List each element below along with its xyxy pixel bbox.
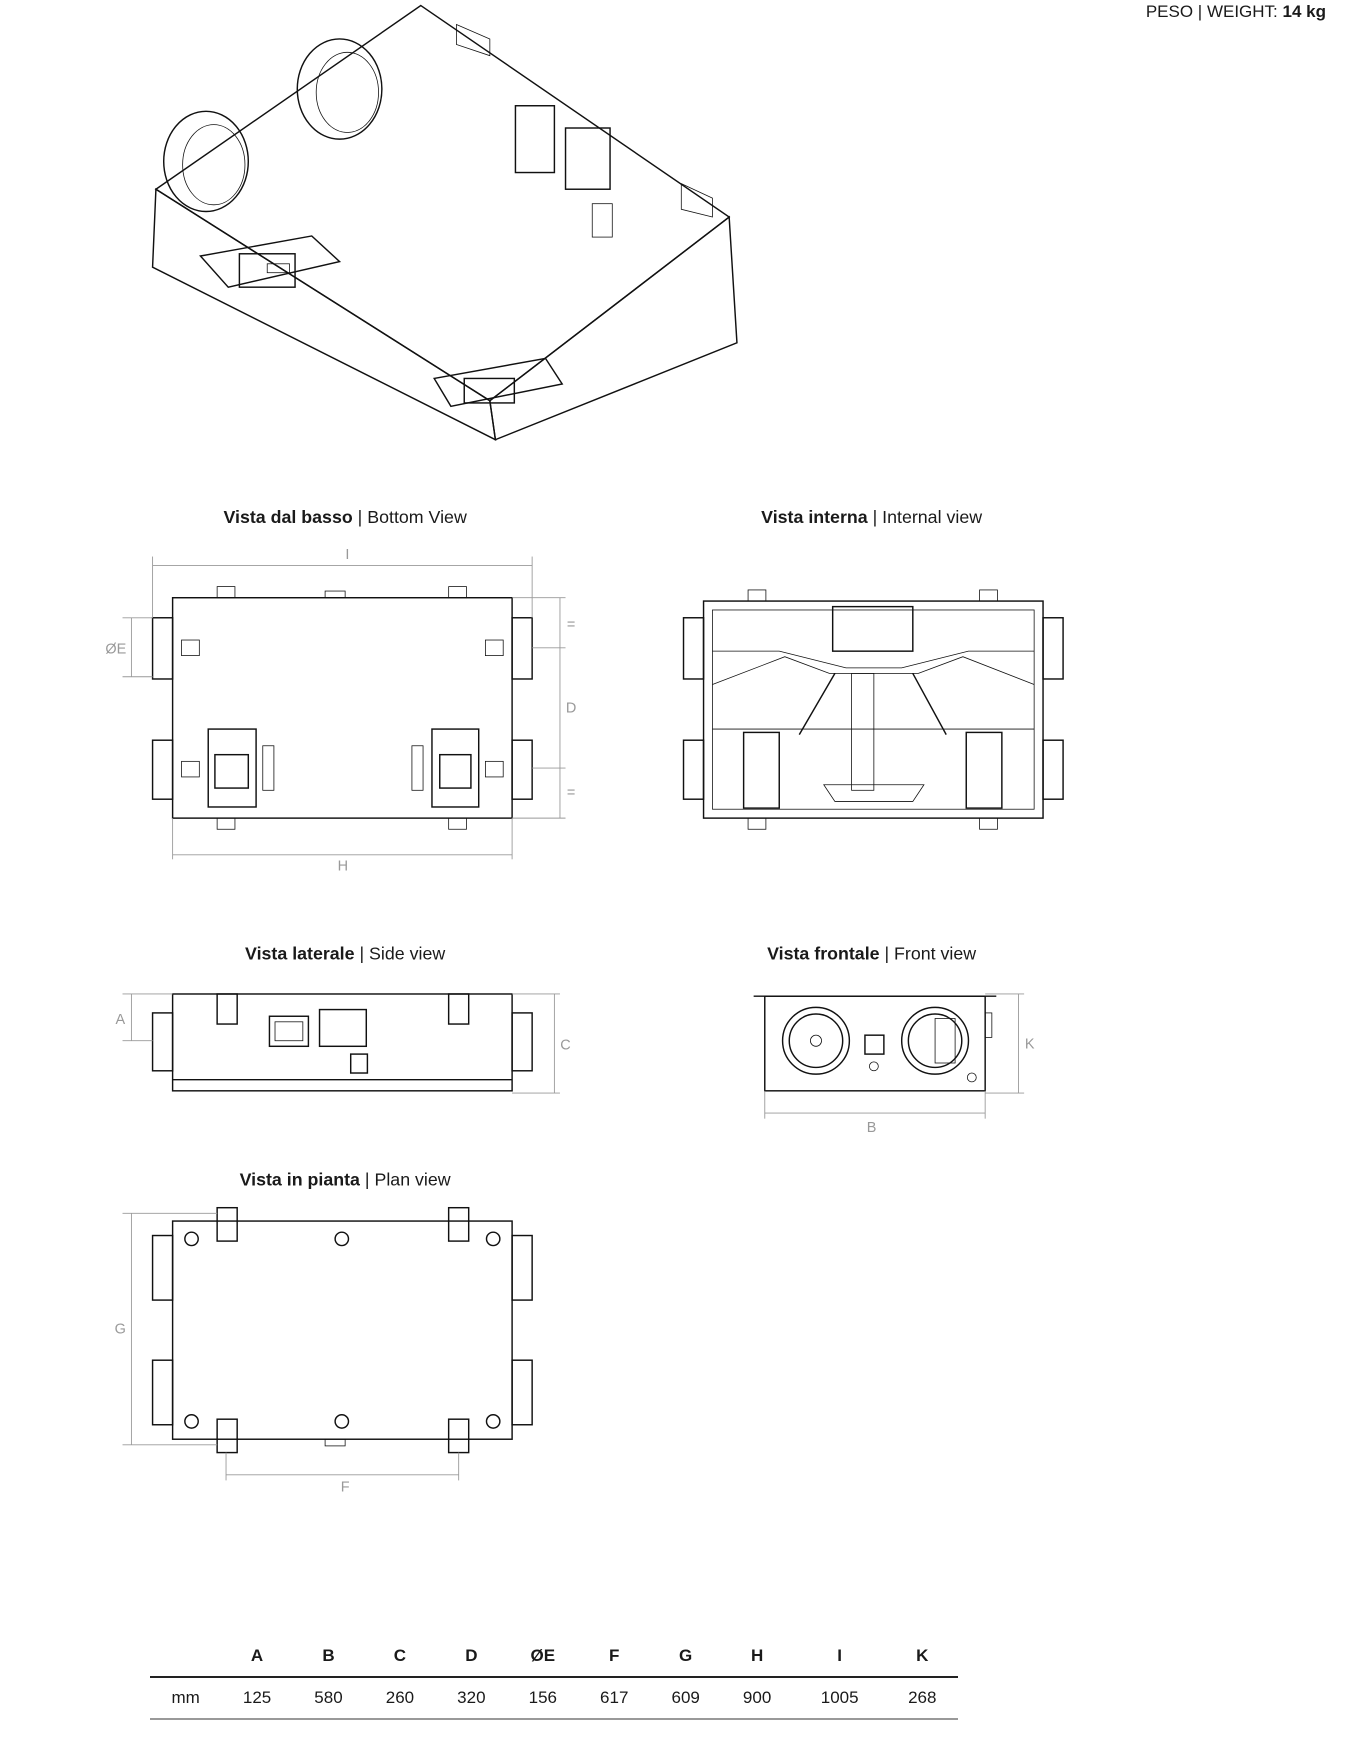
row-label: mm [171, 1688, 200, 1707]
internal-view-title: Vista interna | Internal view [761, 507, 982, 527]
table-cell: 260 [385, 1688, 415, 1707]
bottom-view-title: Vista dal basso | Bottom View [223, 507, 467, 527]
dim-label-i: I [345, 547, 349, 563]
bottom-view-drawing: I H ØE D = = [105, 547, 576, 875]
table-cell: 320 [457, 1688, 486, 1707]
plan-view-title: Vista in pianta | Plan view [240, 1169, 451, 1189]
table-row: mm 125 580 260 320 156 617 609 900 1005 … [150, 1677, 958, 1719]
table-cell: 125 [242, 1688, 272, 1707]
table-header-row: A B C D ØE F G H I K [150, 1636, 958, 1677]
table-header: K [916, 1646, 929, 1665]
dim-label-h: H [338, 858, 348, 874]
dim-label-e: ØE [105, 641, 126, 657]
table-header: ØE [530, 1646, 556, 1665]
table-header: D [465, 1646, 478, 1665]
front-view-drawing: K B [753, 993, 1035, 1136]
table-header: F [609, 1646, 620, 1665]
table-header-empty [150, 1636, 221, 1677]
table-cell: 1005 [820, 1688, 859, 1707]
isometric-view [151, 4, 738, 441]
dim-label-eq: = [567, 617, 575, 633]
table-cell: 900 [742, 1688, 772, 1707]
plan-view-drawing: G F [115, 1206, 533, 1496]
weight-caption: PESO | WEIGHT: [1145, 2, 1278, 21]
dim-label-a: A [115, 1012, 125, 1028]
table-cell: 268 [908, 1688, 937, 1707]
dim-label-d: D [566, 700, 576, 716]
table-cell: 617 [600, 1688, 629, 1707]
table-header: I [837, 1646, 843, 1665]
side-view-drawing: A C [115, 993, 571, 1094]
table-cell: 156 [528, 1688, 557, 1707]
dim-label-k: K [1025, 1037, 1035, 1053]
dim-label-g: G [115, 1321, 126, 1337]
dim-label-eq: = [567, 785, 575, 801]
table-cell: 609 [671, 1688, 700, 1707]
table-header: B [322, 1646, 335, 1665]
table-header: C [393, 1646, 407, 1665]
table-header: A [250, 1646, 264, 1665]
table-header: G [679, 1646, 693, 1665]
side-view-title: Vista laterale | Side view [245, 943, 445, 963]
dim-label-b: B [867, 1120, 877, 1136]
internal-view-drawing [682, 589, 1064, 830]
dimensions-table: A B C D ØE F G H I K mm 125 580 260 320 … [150, 1636, 958, 1720]
front-view-title: Vista frontale | Front view [767, 943, 976, 963]
weight-value: 14 kg [1282, 2, 1326, 21]
dim-label-c: C [560, 1038, 570, 1054]
weight-label: PESO | WEIGHT: 14 kg [1146, 2, 1326, 22]
dim-label-f: F [341, 1480, 350, 1496]
table-header: H [750, 1646, 764, 1665]
table-cell: 580 [314, 1688, 343, 1707]
